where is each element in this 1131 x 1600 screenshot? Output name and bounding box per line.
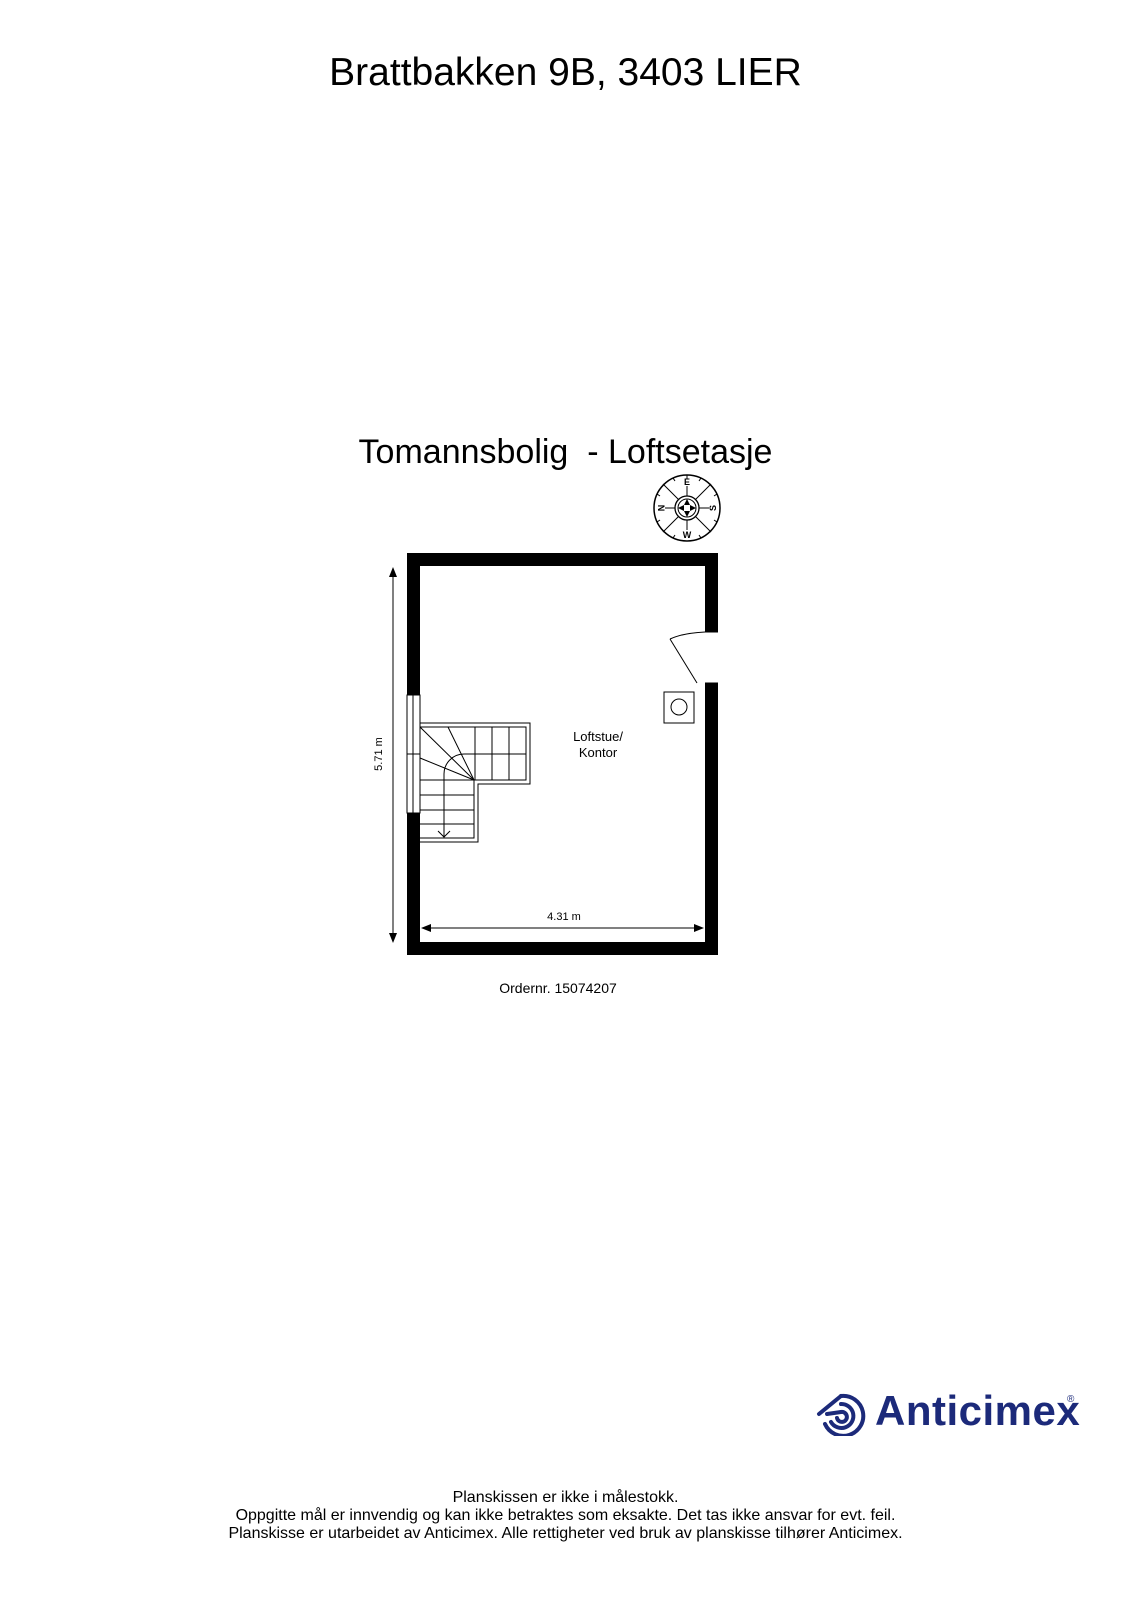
registered-mark: ® [1067,1394,1075,1405]
anticimex-logo-icon [817,1393,866,1436]
chimney [663,691,695,724]
floor-title: Tomannsbolig - Loftsetasje [0,432,1131,472]
stair-direction-arrow-icon [437,830,451,838]
address-title: Brattbakken 9B, 3403 LIER [329,51,802,94]
height-dimension: 5.71 m [373,567,397,943]
door [669,631,718,684]
compass-label-e: E [684,477,690,487]
room-label-line1: Loftstue/ [573,729,623,744]
order-number: Ordernr. 15074207 [499,980,617,996]
disclaimer-line-3: Planskisse er utarbeidet av Anticimex. A… [228,1525,903,1542]
compass-label-w: W [683,530,692,540]
floor-plan: 5.71 m [373,553,718,955]
width-dimension: 4.31 m [421,911,704,932]
compass-label-n: N [656,505,666,512]
anticimex-wordmark: Anticimex [875,1387,1081,1434]
disclaimer: Planskissen er ikke i målestokk. Oppgitt… [0,1489,1131,1543]
disclaimer-line-1: Planskissen er ikke i målestokk. [452,1489,679,1506]
window [406,694,421,814]
disclaimer-line-2: Oppgitte mål er innvendig og kan ikke be… [235,1507,896,1524]
anticimex-logo: Anticimex ® [815,1387,1085,1438]
compass-label-s: S [708,505,718,511]
compass-icon: E W N S [653,474,721,542]
room-label-line2: Kontor [579,745,618,760]
floor-title-text: Tomannsbolig - Loftsetasje [358,433,773,471]
width-label: 4.31 m [547,911,581,923]
walls [407,553,718,955]
staircase [419,722,531,843]
height-label: 5.71 m [373,737,385,771]
